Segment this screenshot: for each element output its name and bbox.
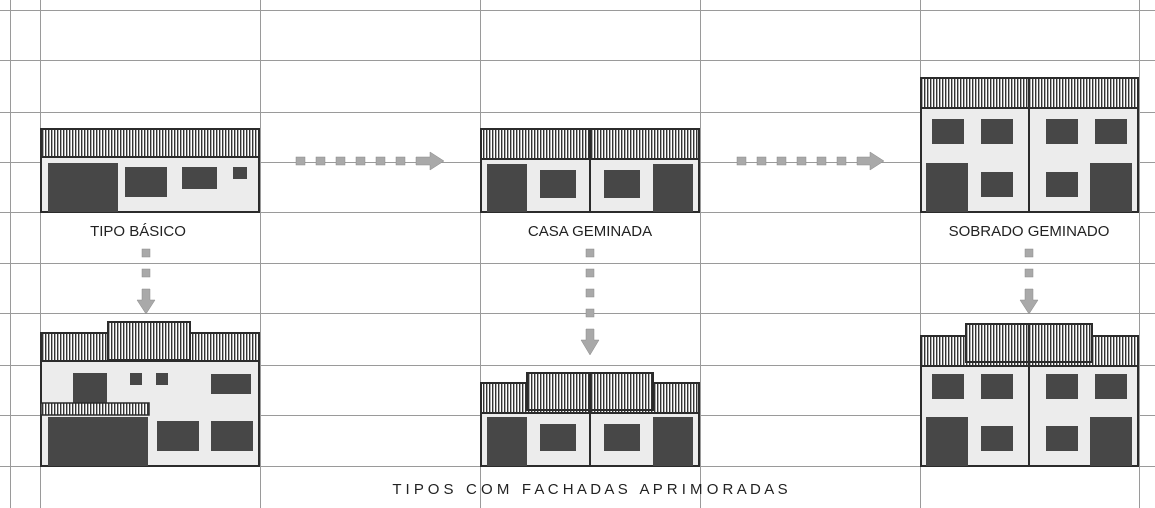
arrow-basic-down [136, 248, 156, 315]
arrow-basic-to-twin [295, 151, 445, 171]
house-twin-townhouse-improved [920, 323, 1139, 467]
garage-door [48, 163, 118, 212]
arrow-twin-to-townhouse [736, 151, 885, 171]
arrow-townhouse-down [1019, 248, 1039, 315]
label-basic: TIPO BÁSICO [90, 223, 186, 240]
house-twin-townhouse [920, 77, 1139, 213]
label-twin-house: CASA GEMINADA [528, 223, 652, 240]
house-twin [480, 128, 700, 213]
house-basic-improved [40, 321, 260, 467]
arrow-twin-down [580, 248, 600, 356]
house-basic [40, 128, 260, 213]
house-twin-improved [480, 372, 700, 467]
label-improved-facades: T I P O S C O M F A C H A D A S A P R I … [392, 481, 787, 498]
label-twin-townhouse: SOBRADO GEMINADO [949, 223, 1110, 240]
